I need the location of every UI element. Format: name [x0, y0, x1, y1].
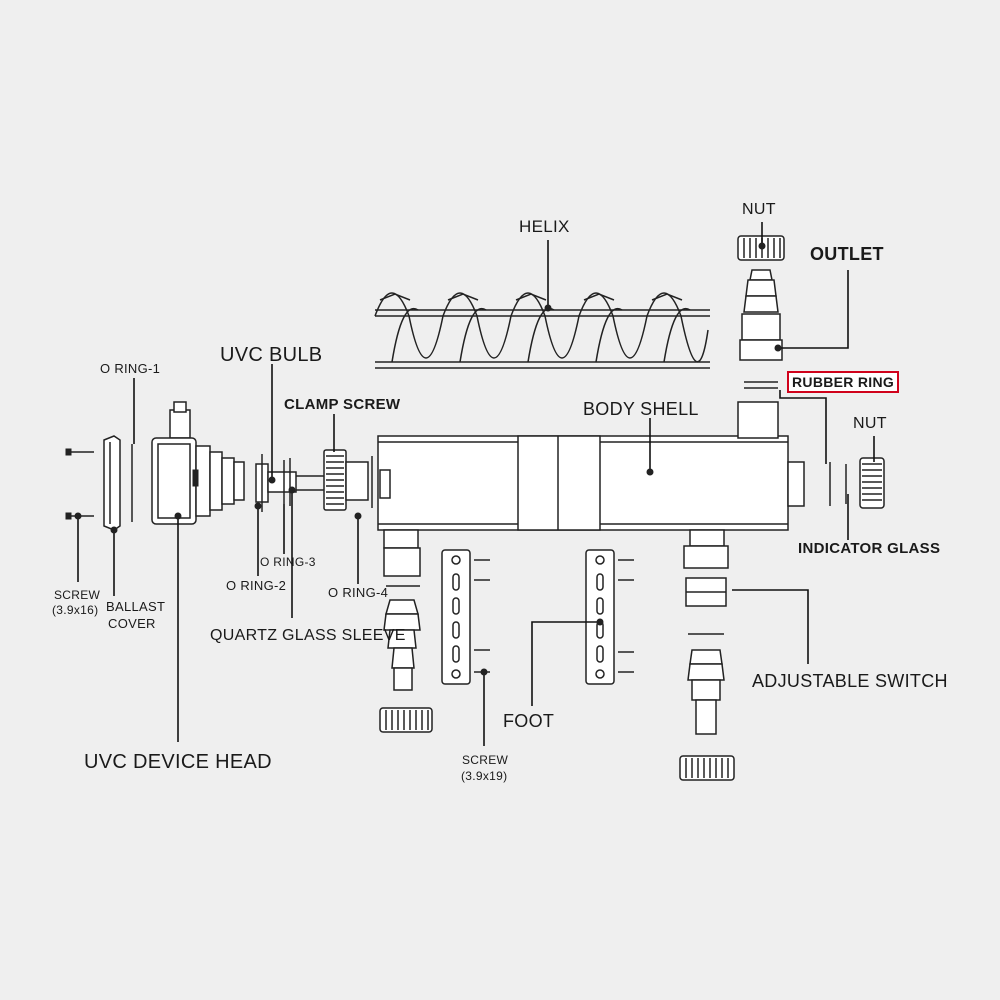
label-adjustable-switch: ADJUSTABLE SWITCH	[752, 671, 948, 691]
uvc-device-head-part	[151, 401, 245, 525]
screws-left	[65, 448, 94, 520]
label-screw-left: SCREW	[54, 588, 101, 602]
label-o-ring-4: O RING-4	[328, 585, 389, 600]
label-foot: FOOT	[503, 711, 555, 731]
label-rubber-ring: RUBBER RING	[787, 371, 900, 393]
label-cover: COVER	[108, 616, 156, 631]
uvc-bulb-part	[255, 454, 297, 512]
label-outlet: OUTLET	[810, 244, 884, 264]
clamp-screw-part	[323, 449, 373, 511]
label-helix: HELIX	[519, 217, 570, 236]
inlet-right-part	[679, 545, 735, 781]
label-nut-right: NUT	[853, 415, 887, 432]
foot-right-part	[585, 549, 634, 685]
label-screw-bottom-size: (3.9x19)	[461, 769, 508, 783]
label-indicator-glass: INDICATOR GLASS	[798, 540, 941, 557]
helix-part	[374, 292, 710, 369]
label-quartz-glass-sleeve: QUARTZ GLASS SLEEVE	[210, 627, 406, 644]
inlet-left-part	[379, 547, 433, 733]
label-screw-bottom: SCREW	[462, 753, 509, 767]
label-clamp-screw: CLAMP SCREW	[284, 396, 401, 413]
foot-left-part	[441, 549, 490, 685]
nut-right-part	[829, 457, 885, 509]
body-shell-part	[377, 401, 805, 549]
label-o-ring-3: O RING-3	[260, 555, 316, 569]
label-ballast: BALLAST	[106, 599, 166, 614]
label-uvc-device-head: UVC DEVICE HEAD	[84, 751, 272, 773]
label-screw-left-size: (3.9x16)	[52, 603, 99, 617]
label-o-ring-1: O RING-1	[100, 361, 161, 376]
ballast-cover-part	[103, 435, 121, 531]
outlet-part	[739, 269, 783, 361]
label-body-shell: BODY SHELL	[583, 399, 699, 419]
label-uvc-bulb: UVC BULB	[220, 344, 323, 366]
quartz-sleeve-part	[296, 475, 326, 491]
leader-lines	[74, 222, 875, 746]
label-nut-top: NUT	[742, 201, 776, 218]
label-o-ring-2: O RING-2	[226, 578, 287, 593]
